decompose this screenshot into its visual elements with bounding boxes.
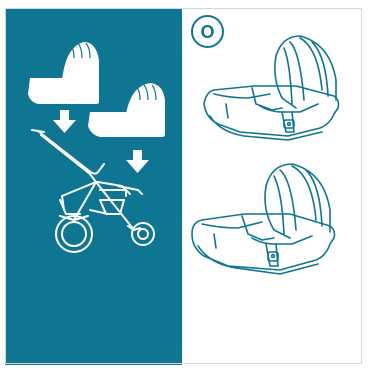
step-badge: O (191, 15, 224, 48)
